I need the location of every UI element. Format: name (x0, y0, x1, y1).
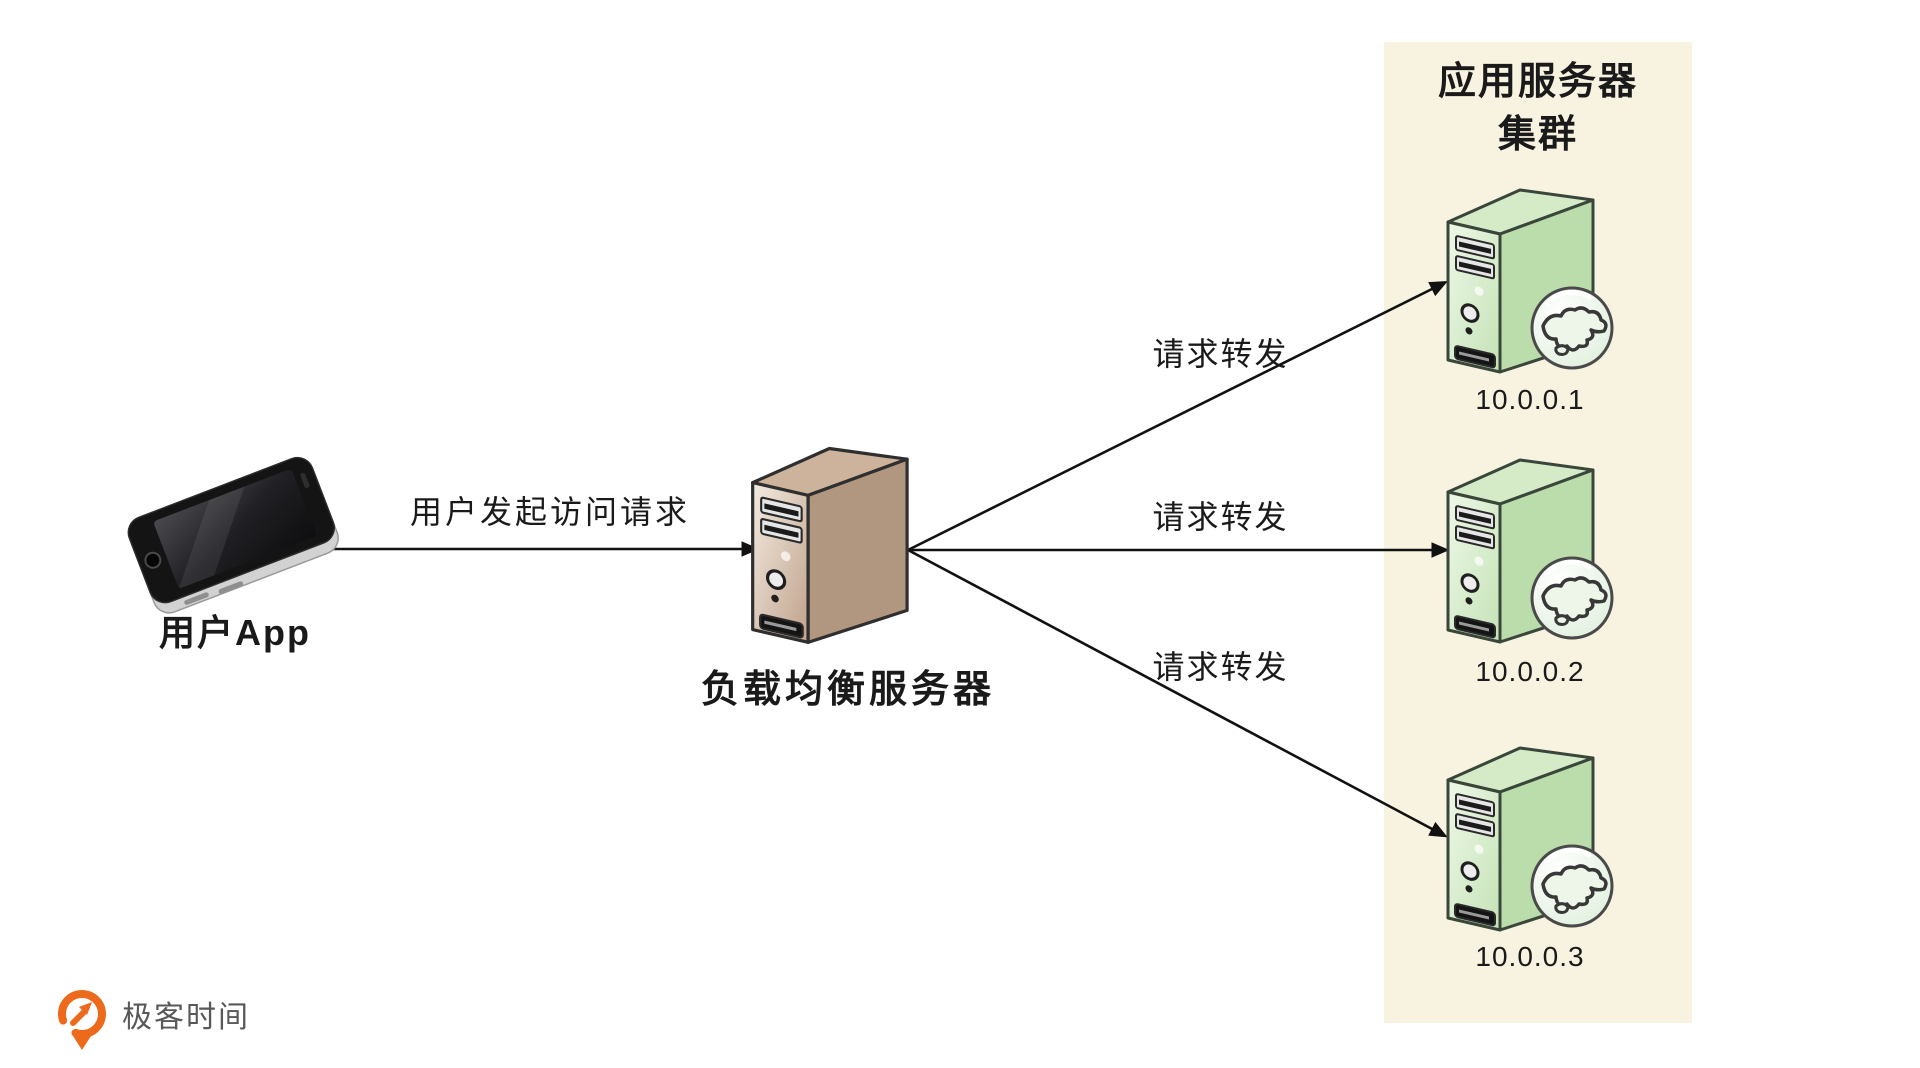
forward-edge-label-1: 请求转发 (1152, 336, 1289, 372)
forward-edge-label-3: 请求转发 (1152, 649, 1289, 685)
forward-edge-label-2: 请求转发 (1152, 499, 1289, 535)
client-label: 用户App (159, 612, 311, 653)
cluster-title-line1: 应用服务器 (1437, 61, 1638, 103)
smartphone-icon (127, 456, 339, 614)
request-edge-label: 用户发起访问请求 (409, 494, 690, 530)
cluster-title-line2: 集群 (1497, 114, 1578, 156)
server-ip-3: 10.0.0.3 (1475, 941, 1585, 972)
load-balancer-icon (751, 446, 909, 644)
app-server-icon-3 (1446, 746, 1622, 932)
geektime-logo-icon (58, 990, 106, 1050)
load-balancer-label: 负载均衡服务器 (700, 669, 995, 711)
geektime-logo-text: 极客时间 (122, 1001, 250, 1034)
cluster-title: 应用服务器 集群 (1384, 56, 1692, 162)
app-server-icon-1 (1446, 188, 1622, 374)
server-ip-2: 10.0.0.2 (1475, 656, 1585, 687)
app-server-icon-2 (1446, 458, 1622, 644)
server-ip-1: 10.0.0.1 (1475, 384, 1585, 415)
